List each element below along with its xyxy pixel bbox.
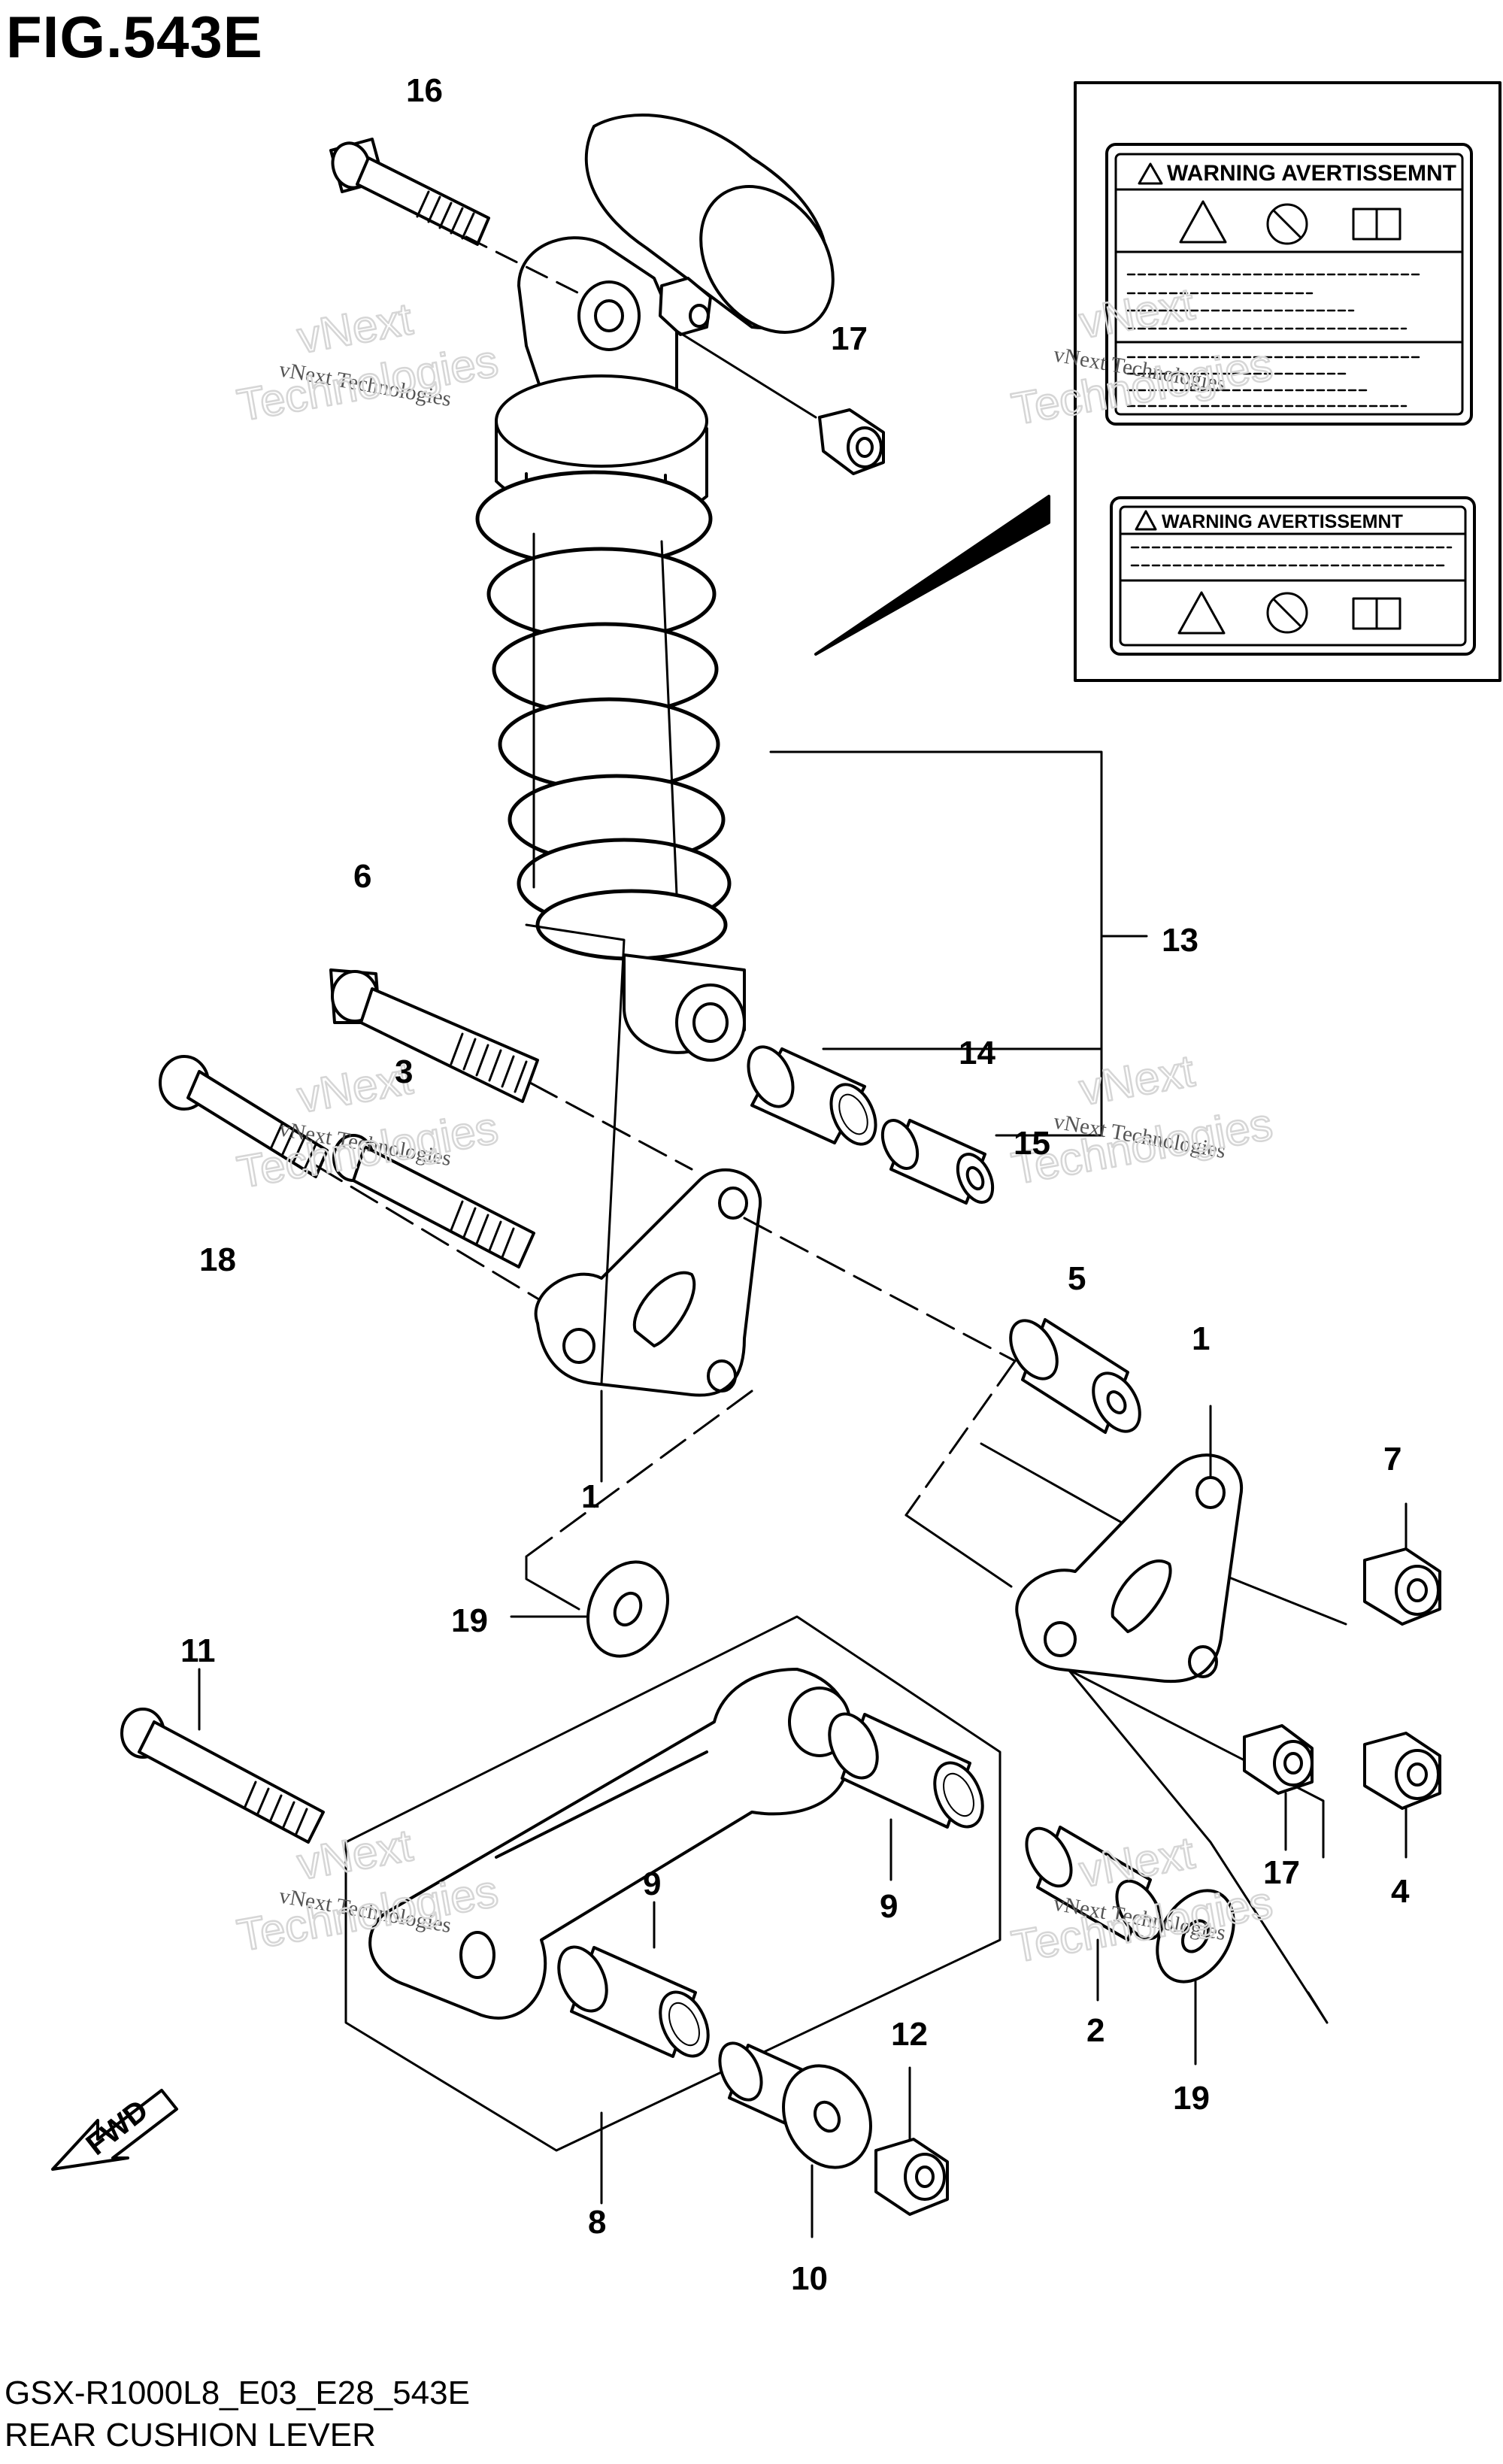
svg-text:vNext: vNext <box>1076 1827 1198 1897</box>
spacer-15 <box>880 1119 995 1205</box>
explosion-hazard-icon <box>1177 591 1226 635</box>
warning-label-2-heading: WARNING AVERTISSEMNT <box>1162 511 1403 532</box>
nut-17-lower <box>1243 1724 1314 1851</box>
watermark-mid-right: vNext Technologies vNext Technologies <box>1007 1044 1277 1195</box>
spacer-2 <box>1025 1826 1163 2002</box>
nut-12 <box>874 2066 949 2216</box>
callout-15: 15 <box>1014 1125 1050 1162</box>
warning-label-2-text-lines <box>1130 546 1453 567</box>
figure-name: REAR CUSHION LEVER <box>5 2417 376 2453</box>
callout-labels: 16 17 13 6 14 3 15 18 5 1 7 1 19 11 17 4… <box>180 72 1410 2297</box>
callout-16: 16 <box>406 72 443 109</box>
callout-17-lower: 17 <box>1263 1854 1300 1891</box>
callout-19-lower: 19 <box>1173 2080 1210 2117</box>
shock-lower-mount <box>623 953 746 1062</box>
collar-10 <box>718 2041 872 2238</box>
bolt-6 <box>329 968 693 1171</box>
washer-19-upper <box>510 1560 669 1658</box>
bearing-9-right <box>828 1712 984 1881</box>
callout-18: 18 <box>199 1241 236 1278</box>
callout-11: 11 <box>180 1632 216 1669</box>
cushion-lever-plate-left <box>534 1168 762 1483</box>
no-fire-icon <box>1266 203 1308 245</box>
warning-label-2: WARNING AVERTISSEMNT <box>1110 496 1476 656</box>
callout-12: 12 <box>891 2016 928 2053</box>
callout-3: 3 <box>395 1053 413 1090</box>
rear-shock-absorber <box>475 114 835 1062</box>
cushion-lever-plate-right <box>1015 1405 1244 1684</box>
callout-19-upper: 19 <box>451 1602 488 1639</box>
callout-9-left: 9 <box>643 1865 661 1902</box>
washer-19-lower <box>1156 1889 1235 2065</box>
callout-10: 10 <box>791 2260 828 2297</box>
callout-1-left: 1 <box>581 1478 599 1515</box>
figure-title: FIG.543E <box>6 4 263 70</box>
bearing-9-left <box>557 1901 710 2058</box>
callout-7: 7 <box>1383 1441 1401 1477</box>
callout-17-top: 17 <box>831 320 868 357</box>
warning-label-1-heading: WARNING AVERTISSEMNT <box>1167 161 1456 186</box>
svg-text:vNext: vNext <box>1076 1045 1198 1115</box>
nut-17-top <box>675 329 885 475</box>
callout-9-right: 9 <box>880 1888 898 1925</box>
bolt-16 <box>329 138 588 299</box>
bolt-18 <box>159 1055 329 1178</box>
bolt-11 <box>120 1668 325 1844</box>
bolt-3 <box>314 1134 543 1302</box>
warning-triangle-icon <box>1138 162 1163 185</box>
nut-4 <box>1363 1732 1441 1859</box>
callout-6: 6 <box>353 858 371 895</box>
shock-spring <box>475 470 732 961</box>
svg-text:Technologies: Technologies <box>1008 339 1277 435</box>
callout-14: 14 <box>959 1035 995 1071</box>
dashed-connectors <box>525 1217 1017 1558</box>
explosion-hazard-icon <box>1179 200 1227 244</box>
shock-reservoir <box>584 114 835 334</box>
warning-label-inset: WARNING AVERTISSEMNT WARNIN <box>814 81 1501 682</box>
callout-2: 2 <box>1086 2012 1105 2049</box>
no-fire-icon <box>1266 592 1308 634</box>
watermark-top-left: vNext Technologies vNext Technologies <box>232 292 502 432</box>
bearing-14 <box>747 1045 877 1146</box>
callout-1-right: 1 <box>1192 1320 1210 1357</box>
nut-7 <box>1363 1502 1441 1626</box>
callout-bracket-13 <box>769 750 1148 1137</box>
shock-upper-mount <box>517 236 712 392</box>
callout-4: 4 <box>1391 1873 1410 1910</box>
forward-direction-marker: FWD <box>51 2089 178 2171</box>
spacer-5 <box>1009 1318 1141 1434</box>
svg-text:vNext: vNext <box>1076 278 1198 348</box>
warning-triangle-icon <box>1135 510 1157 531</box>
callout-5: 5 <box>1068 1260 1086 1297</box>
cushion-rod-8 <box>344 1615 1001 2205</box>
callout-8: 8 <box>588 2204 606 2241</box>
warning-label-1: WARNING AVERTISSEMNT <box>1105 143 1473 426</box>
callout-13: 13 <box>1162 922 1198 959</box>
figure-code: GSX-R1000L8_E03_E28_543E <box>5 2375 470 2411</box>
warning-label-1-text-lines <box>1126 273 1423 408</box>
